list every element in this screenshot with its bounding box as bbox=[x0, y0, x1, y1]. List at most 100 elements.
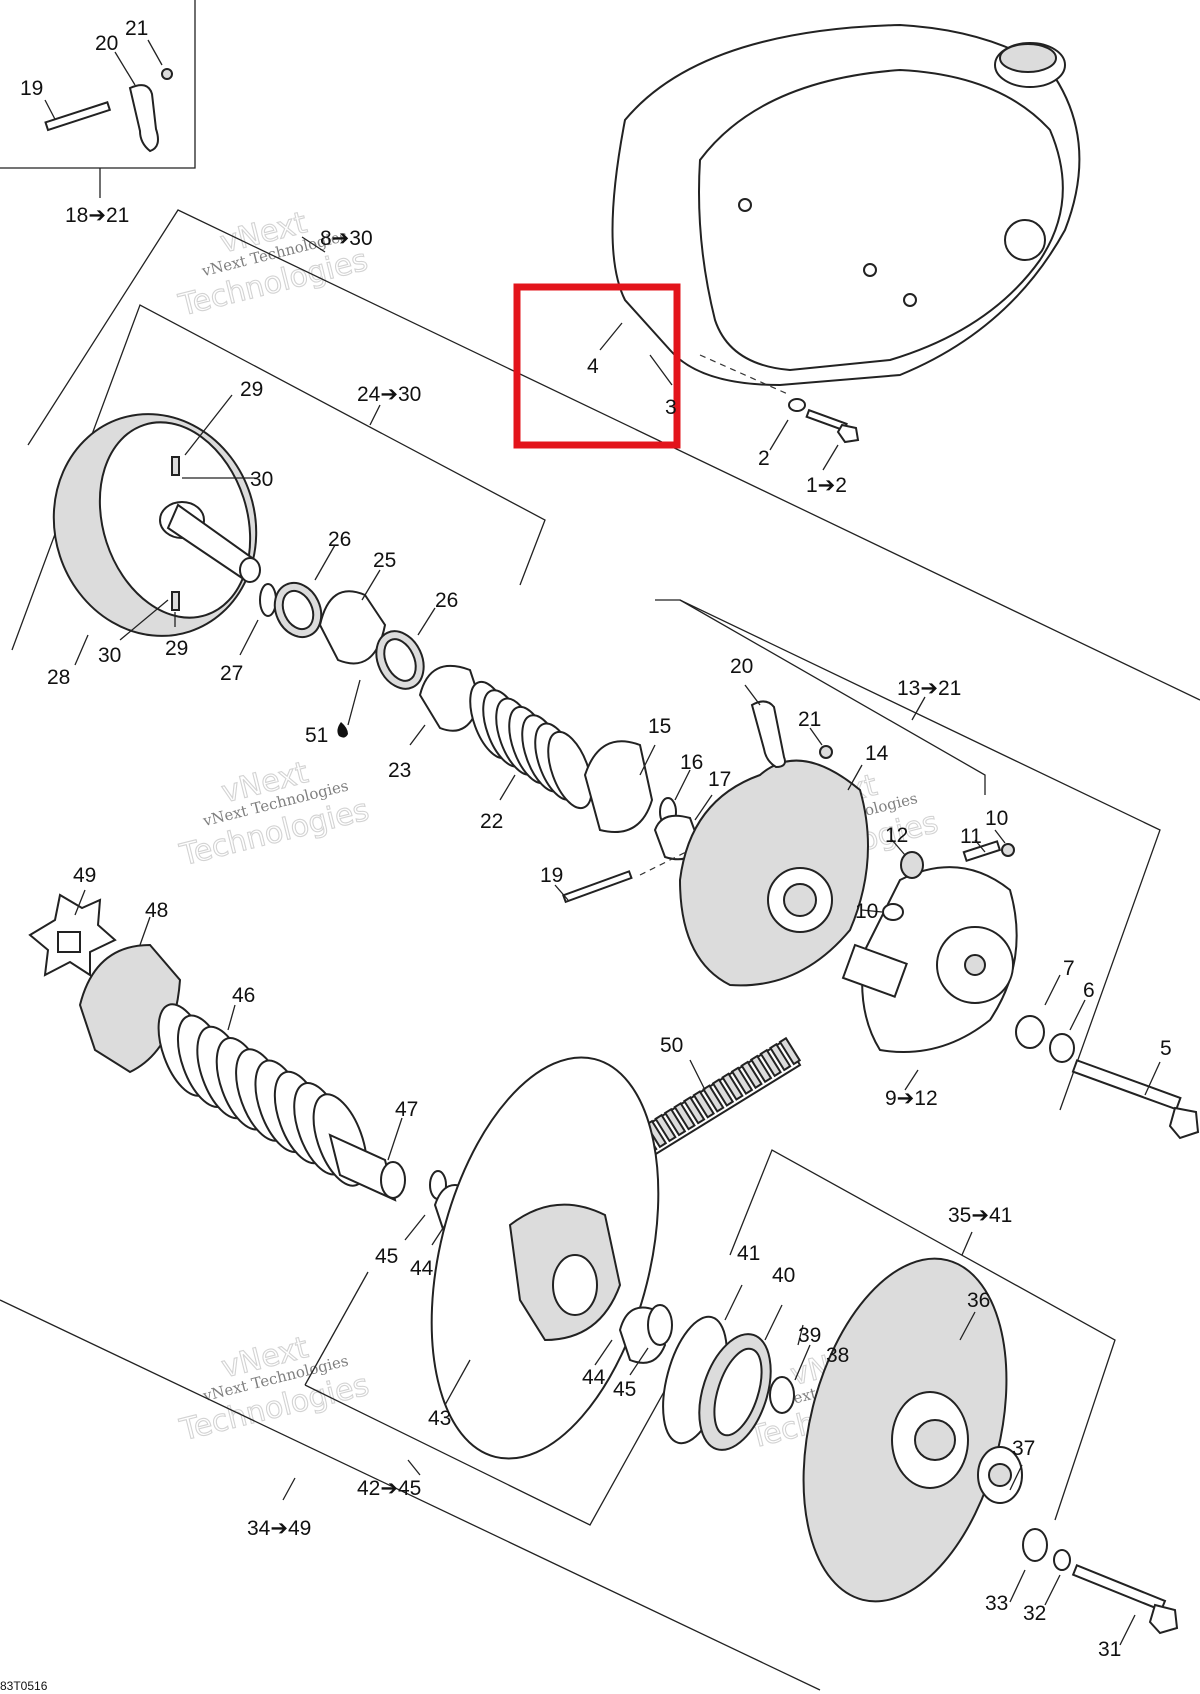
leader-line bbox=[959, 1311, 976, 1341]
callout-51: 51 bbox=[305, 724, 328, 747]
callout-30: 30 bbox=[250, 468, 273, 491]
callout-8-30: 8➔30 bbox=[320, 227, 373, 250]
leader-line bbox=[794, 1344, 811, 1381]
callout-23: 23 bbox=[388, 759, 411, 782]
leader-line bbox=[431, 1224, 446, 1246]
leader-line bbox=[1009, 1569, 1026, 1603]
leader-line bbox=[407, 1459, 421, 1476]
callout-37: 37 bbox=[1012, 1437, 1035, 1460]
leader-line bbox=[594, 1339, 613, 1366]
screw-1-head bbox=[836, 423, 860, 444]
dowel-30-bottom bbox=[171, 591, 180, 611]
cover-boss bbox=[863, 263, 877, 277]
seal-bushing-set bbox=[239, 544, 482, 746]
callout-45: 45 bbox=[613, 1378, 636, 1401]
callout-32: 32 bbox=[1023, 1602, 1046, 1625]
spider-49-bore bbox=[57, 931, 81, 953]
leader-line bbox=[961, 1231, 973, 1256]
bearing-37-bore bbox=[988, 1463, 1012, 1487]
group-outline-42-45-left bbox=[304, 1271, 369, 1386]
leader-line bbox=[744, 684, 761, 706]
callout-21: 21 bbox=[798, 708, 821, 731]
callout-30: 30 bbox=[98, 644, 121, 667]
belt-cog bbox=[673, 1101, 696, 1131]
dowel-30-top bbox=[171, 456, 180, 476]
callout-3: 3 bbox=[665, 396, 677, 419]
group-outline-42-45 bbox=[304, 1344, 691, 1526]
callout-24-30: 24➔30 bbox=[357, 383, 421, 406]
callout-4: 4 bbox=[587, 355, 599, 378]
callout-33: 33 bbox=[985, 1592, 1008, 1615]
callout-42-45: 42➔45 bbox=[357, 1477, 421, 1500]
leader-line bbox=[724, 1284, 743, 1321]
leader-line bbox=[629, 1347, 649, 1376]
transmission-cover bbox=[611, 23, 1081, 471]
sheave-36-bore bbox=[914, 1419, 956, 1461]
cam-48 bbox=[78, 943, 182, 1074]
leader-line bbox=[1009, 1464, 1023, 1491]
callout-29: 29 bbox=[165, 637, 188, 660]
leader-line bbox=[1144, 1061, 1161, 1096]
leader-line bbox=[361, 569, 381, 601]
retaining-ring-27 bbox=[259, 583, 277, 617]
driven-sheave-43 bbox=[430, 1056, 673, 1460]
callout-10: 10 bbox=[985, 807, 1008, 830]
belt-cog bbox=[749, 1054, 773, 1084]
leader-line bbox=[764, 1304, 783, 1341]
spider-bore bbox=[964, 954, 986, 976]
lever-kit-parts bbox=[44, 39, 173, 153]
highlight-box bbox=[513, 283, 681, 449]
leader-line bbox=[301, 236, 326, 253]
fixed-sheave-assembly bbox=[52, 394, 261, 666]
callout-28: 28 bbox=[47, 666, 70, 689]
leader-line bbox=[994, 829, 1006, 844]
group-outline-34-49 bbox=[0, 1299, 821, 1691]
belt-cog bbox=[721, 1072, 744, 1101]
callout-41: 41 bbox=[737, 1242, 760, 1265]
spring-22 bbox=[469, 680, 593, 810]
cam-40-inner bbox=[713, 1347, 763, 1437]
callout-39: 39 bbox=[798, 1324, 821, 1347]
leader-line bbox=[282, 1477, 296, 1501]
callout-18-21: 18➔21 bbox=[65, 204, 129, 227]
callout-29: 29 bbox=[240, 378, 263, 401]
leader-line bbox=[891, 839, 906, 856]
callout-16: 16 bbox=[680, 751, 703, 774]
sheave-43-bore bbox=[552, 1254, 598, 1316]
movable-sheave-14 bbox=[678, 759, 869, 987]
leader-line bbox=[1069, 999, 1086, 1031]
leader-line bbox=[184, 394, 233, 456]
callout-26: 26 bbox=[328, 528, 351, 551]
lever-20 bbox=[750, 700, 786, 769]
callout-35-41: 35➔41 bbox=[948, 1204, 1012, 1227]
callout-48: 48 bbox=[145, 899, 168, 922]
callout-labels: 21 20 19 18➔21 8➔30 4 3 2 1➔2 29 24➔30 3… bbox=[0, 17, 1172, 1693]
leader-line bbox=[147, 39, 163, 66]
callout-27: 27 bbox=[220, 662, 243, 685]
callout-47: 47 bbox=[395, 1098, 418, 1121]
roller-12 bbox=[900, 851, 924, 879]
washer-6 bbox=[1049, 1033, 1075, 1063]
leader-line bbox=[444, 1359, 471, 1406]
belt-cog bbox=[769, 1042, 792, 1072]
seal-26-left-inner bbox=[281, 589, 315, 631]
callout-40: 40 bbox=[772, 1264, 795, 1287]
group-outline-13-21-inner bbox=[679, 599, 986, 795]
leader-line bbox=[904, 1069, 919, 1091]
callout-9-12: 9➔12 bbox=[885, 1087, 938, 1110]
leader-line bbox=[911, 696, 926, 721]
washer-10 bbox=[882, 903, 904, 921]
leader-line bbox=[1044, 1574, 1061, 1606]
leader-line bbox=[314, 544, 336, 581]
pin-19 bbox=[562, 870, 633, 904]
spring-coil bbox=[547, 730, 593, 810]
callout-34-49: 34➔49 bbox=[247, 1517, 311, 1540]
group-box-18-21 bbox=[0, 0, 196, 169]
leader-line bbox=[1044, 974, 1061, 1006]
leader-line bbox=[417, 607, 436, 636]
callout-13-21: 13➔21 bbox=[897, 677, 961, 700]
washer-32 bbox=[1053, 1549, 1071, 1571]
callout-2: 2 bbox=[758, 447, 770, 470]
group-outline-8-30 bbox=[27, 209, 1200, 701]
